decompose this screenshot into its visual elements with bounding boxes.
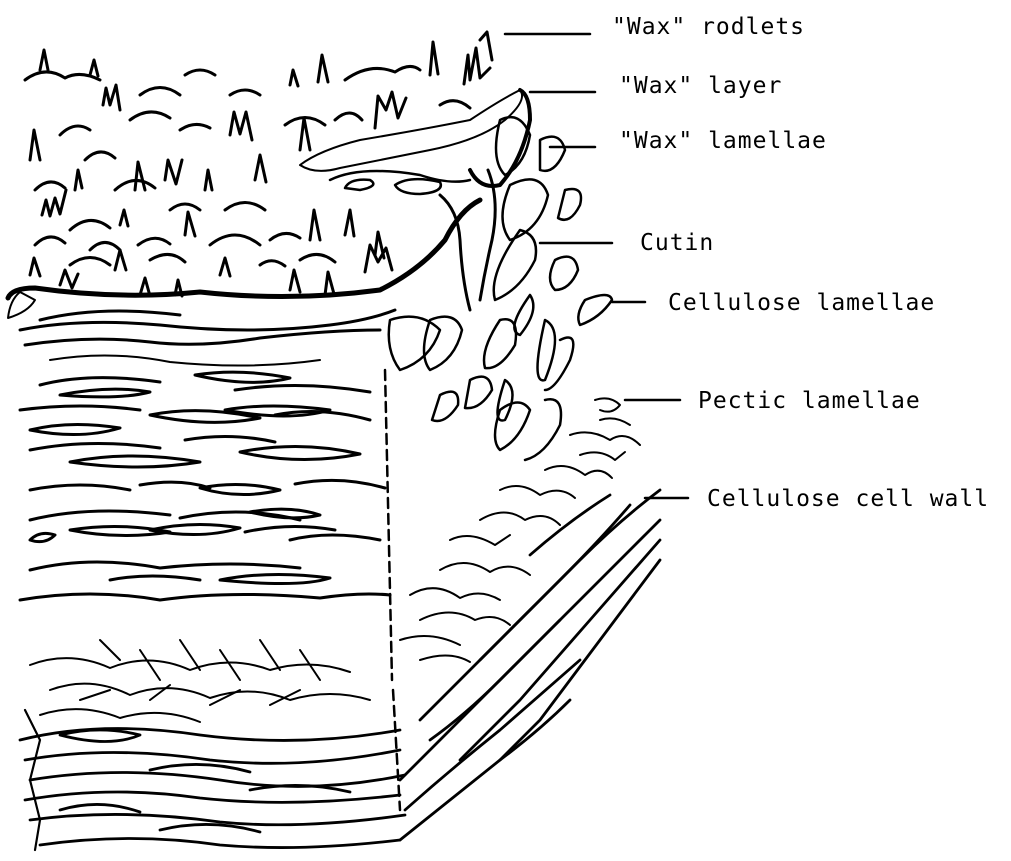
label-cellulose-cell-wall: Cellulose cell wall [707,486,989,512]
corner-dashed-line [385,370,392,680]
wax-layer-group [8,90,530,318]
cellulose-cell-wall-group [20,490,660,850]
label-wax-layer: "Wax" layer [619,73,782,99]
label-cutin: Cutin [640,230,714,256]
label-cellulose-lamellae: Cellulose lamellae [668,290,935,316]
label-wax-rodlets: "Wax" rodlets [612,14,805,40]
pectic-lamellae-group [30,398,640,722]
label-pectic-lamellae: Pectic lamellae [698,388,921,414]
label-wax-lamellae: "Wax" lamellae [619,128,827,154]
cellulose-lamellae-group [20,310,395,600]
wax-rodlets-group [25,32,492,296]
